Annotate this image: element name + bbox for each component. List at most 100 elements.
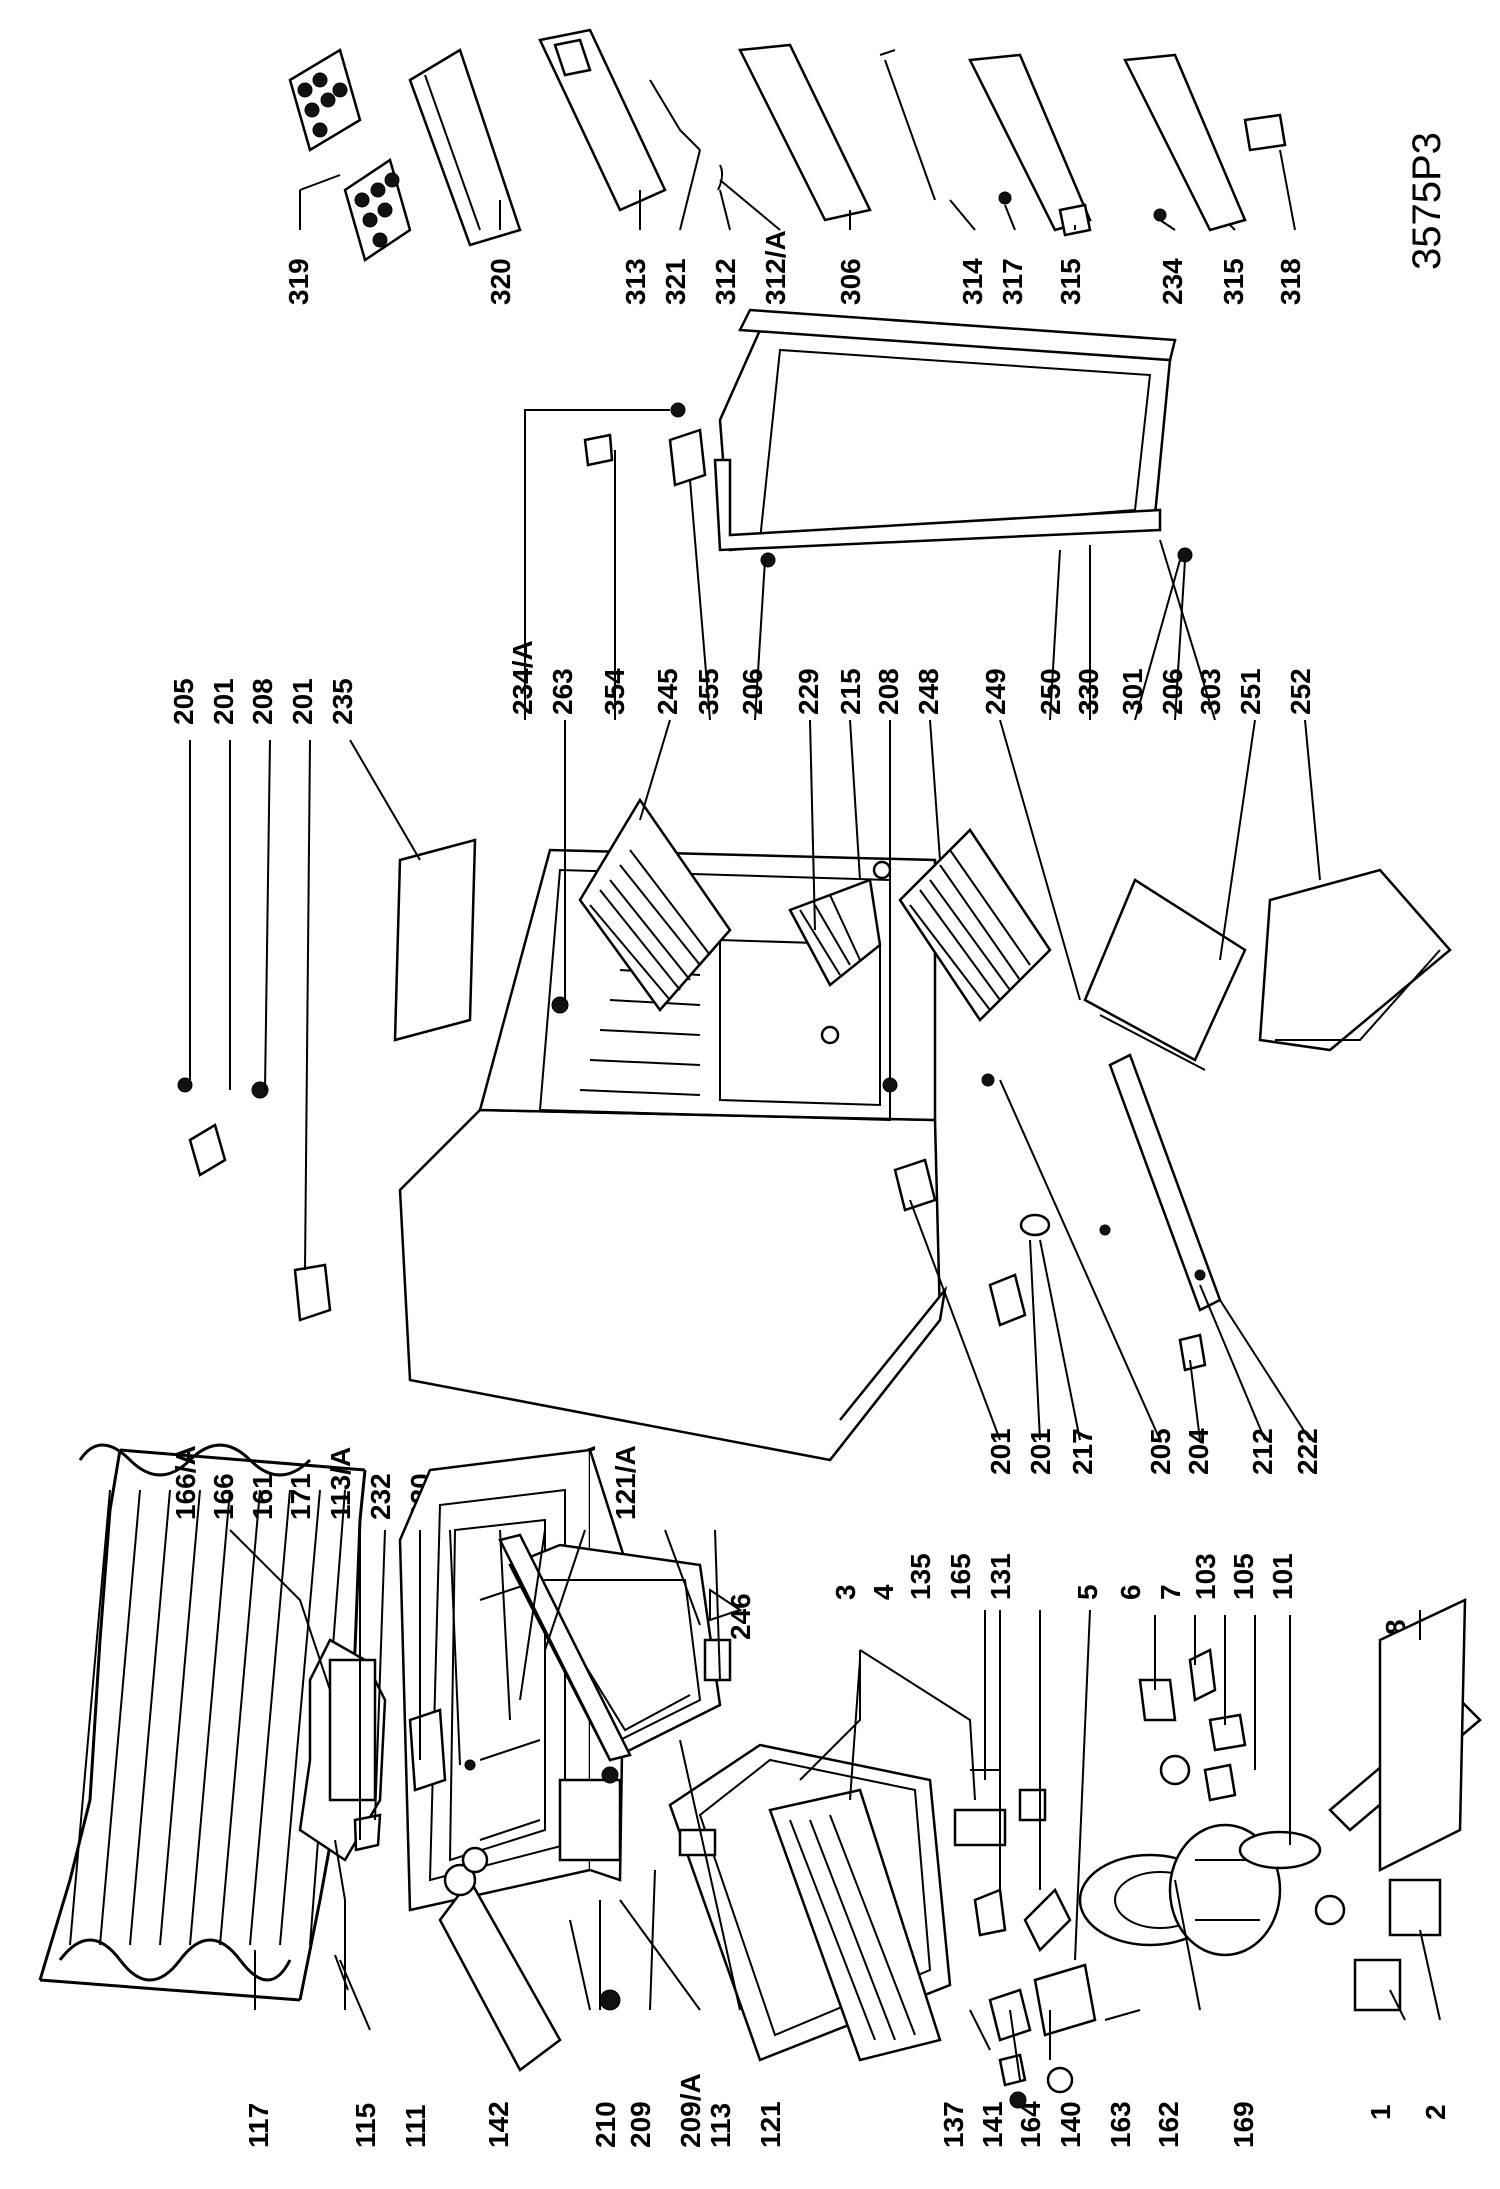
hinge bbox=[893, 1158, 937, 1212]
clip bbox=[1208, 1713, 1247, 1752]
part-label: 209 bbox=[625, 2101, 656, 2148]
bottle-retainer bbox=[879, 49, 936, 201]
part-label: 201 bbox=[208, 678, 239, 725]
hinge-lower bbox=[988, 1273, 1027, 1327]
butter-bin bbox=[408, 48, 522, 247]
part-label: 117 bbox=[243, 2103, 274, 2148]
part-label: 113 bbox=[705, 2103, 736, 2148]
labels-group-left: 117 115 111 142 210 209 209/A 113 121 13… bbox=[243, 2073, 1451, 2148]
labels-group-cabinet: 205 201 208 201 235 201 201 217 205 204 … bbox=[168, 678, 1323, 1475]
start-relay bbox=[1033, 1963, 1097, 2037]
part-label: 318 bbox=[1275, 258, 1306, 305]
part-label: 162 bbox=[1153, 2101, 1184, 2148]
part-label: 165 bbox=[945, 1553, 976, 1600]
part-label: 5 bbox=[1072, 1584, 1103, 1600]
part-label: 137 bbox=[938, 2101, 969, 2148]
bottle-bin-lower bbox=[1123, 53, 1247, 232]
part-label: 249 bbox=[980, 668, 1011, 715]
hinge bbox=[293, 1263, 332, 1322]
part-label: 101 bbox=[1267, 1553, 1298, 1600]
part-label: 164 bbox=[1015, 2101, 1046, 2148]
compressor bbox=[1078, 1823, 1346, 1957]
screw bbox=[1177, 547, 1193, 563]
hinge-top bbox=[188, 1123, 227, 1177]
door-stop bbox=[668, 428, 707, 487]
lamp-socket bbox=[998, 2053, 1027, 2087]
wire-shelf-bottom bbox=[898, 828, 1052, 1022]
screw bbox=[882, 1077, 898, 1093]
part-label: 320 bbox=[485, 258, 516, 305]
part-label: 314 bbox=[957, 258, 988, 305]
part-label: 115 bbox=[350, 2103, 381, 2148]
screw bbox=[1153, 208, 1167, 222]
part-label: 229 bbox=[793, 668, 824, 715]
grommet bbox=[1159, 1754, 1191, 1786]
bin-end-cap bbox=[1058, 203, 1092, 237]
bottle-bin-upper bbox=[968, 53, 1092, 232]
evaporator-tray bbox=[668, 1743, 952, 2062]
part-label: 201 bbox=[287, 678, 318, 725]
dairy-bin-lid bbox=[553, 38, 592, 77]
part-label: 131 bbox=[985, 1553, 1016, 1600]
part-label: 210 bbox=[590, 2101, 621, 2148]
egg-tray bbox=[288, 48, 412, 262]
thermostat-cover bbox=[438, 1877, 562, 2072]
part-label: 105 bbox=[1228, 1553, 1259, 1600]
screw bbox=[464, 1759, 476, 1771]
part-label: 206 bbox=[1157, 668, 1188, 715]
part-label: 205 bbox=[1145, 1428, 1176, 1475]
part-label: 330 bbox=[1073, 668, 1104, 715]
part-label: 321 bbox=[660, 258, 691, 305]
drawing-code: 3575P3 bbox=[1405, 132, 1449, 270]
labels-group-door: 319 320 313 321 312 312/A 306 314 317 31… bbox=[283, 230, 1306, 305]
shelf-support bbox=[820, 1025, 840, 1045]
part-label: 232 bbox=[365, 1473, 396, 1520]
clip bbox=[1188, 1648, 1217, 1702]
butter-bin-edge bbox=[424, 74, 481, 231]
screw bbox=[998, 191, 1012, 205]
screw bbox=[1009, 2091, 1027, 2109]
drain-tube bbox=[334, 1954, 371, 2031]
part-label: 4 bbox=[868, 1584, 899, 1600]
part-label: 6 bbox=[1115, 1584, 1146, 1600]
top-cover bbox=[393, 838, 477, 1042]
crisper-drawer bbox=[1258, 868, 1452, 1052]
terminal-pin bbox=[970, 1760, 1000, 1780]
door-hinge bbox=[703, 1638, 732, 1682]
part-label: 113/A bbox=[325, 1447, 356, 1520]
part-label: 217 bbox=[1067, 1428, 1098, 1475]
part-label: 251 bbox=[1235, 668, 1266, 715]
screw bbox=[601, 1766, 619, 1784]
bin-end-cap bbox=[1243, 113, 1287, 152]
part-label: 3 bbox=[830, 1584, 861, 1600]
part-label: 1 bbox=[1365, 2104, 1396, 2120]
clip bbox=[1203, 1763, 1237, 1802]
shelf-support bbox=[872, 860, 892, 880]
overload-protector bbox=[973, 1888, 1007, 1937]
part-label: 248 bbox=[913, 668, 944, 715]
part-label: 205 bbox=[168, 678, 199, 725]
part-label: 252 bbox=[1285, 668, 1316, 715]
part-label: 215 bbox=[835, 668, 866, 715]
screw bbox=[760, 552, 776, 568]
part-label: 140 bbox=[1055, 2101, 1086, 2148]
part-label: 2 bbox=[1420, 2104, 1451, 2120]
part-label: 319 bbox=[283, 258, 314, 305]
part-label: 201 bbox=[985, 1428, 1016, 1475]
terminal-block bbox=[1353, 1958, 1402, 2012]
clip bbox=[1178, 1333, 1207, 1372]
part-label: 235 bbox=[327, 678, 358, 725]
terminal-block bbox=[1388, 1878, 1442, 1937]
part-label: 7 bbox=[1155, 1584, 1186, 1600]
part-label: 208 bbox=[873, 668, 904, 715]
part-label: 111 bbox=[400, 2104, 431, 2148]
defrost-heater bbox=[678, 1828, 717, 1857]
clip bbox=[408, 1708, 447, 1792]
mount-bracket bbox=[1138, 1678, 1177, 1722]
part-label: 135 bbox=[905, 1553, 936, 1600]
part-label: 245 bbox=[652, 668, 683, 715]
part-label: 206 bbox=[737, 668, 768, 715]
glass-shelf-trim bbox=[1099, 1014, 1206, 1071]
screw bbox=[1099, 1224, 1111, 1236]
